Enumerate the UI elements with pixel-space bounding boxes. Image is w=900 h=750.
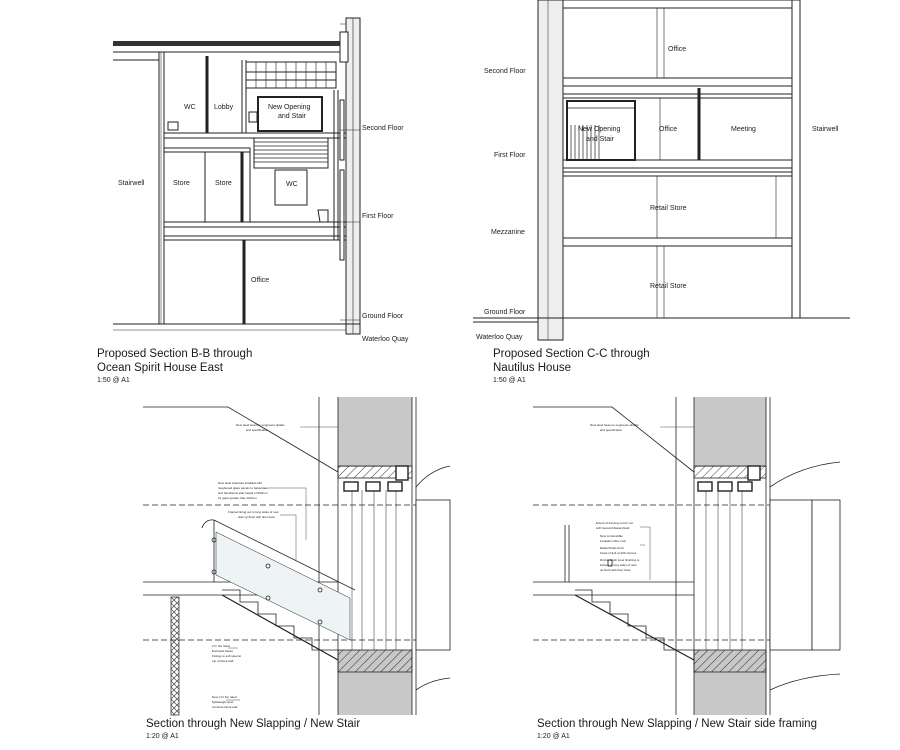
level-label: First Floor: [362, 213, 394, 220]
room-label: Store: [173, 180, 190, 187]
level-label: First Floor: [494, 152, 526, 159]
svg-text:insulation fibre rock: insulation fibre rock: [600, 539, 626, 543]
svg-text:2 hr fire rated: 2 hr fire rated: [212, 644, 230, 648]
svg-text:New steel beam to engineers de: New steel beam to engineers details: [590, 423, 639, 427]
svg-text:Enclosed Glass: Enclosed Glass: [212, 649, 233, 653]
room-label: Office: [668, 46, 686, 53]
svg-text:New 2 hr fire rated: New 2 hr fire rated: [212, 695, 237, 699]
caption-title-line2: Ocean Spirit House East: [97, 362, 223, 374]
room-label: Office: [659, 126, 677, 133]
svg-text:Rafter/Studs 6mm: Rafter/Studs 6mm: [600, 546, 625, 550]
svg-text:Fixings to soft steel at: Fixings to soft steel at: [212, 654, 241, 658]
svg-text:lightweight steel: lightweight steel: [212, 700, 234, 704]
section-cc-labels: Office New Opening and Stair Office Meet…: [578, 46, 839, 290]
level-label: Waterloo Quay: [476, 334, 523, 341]
room-label: New Opening: [578, 126, 621, 133]
room-label: New Opening: [268, 104, 311, 111]
svg-text:and specification: and specification: [246, 428, 269, 432]
level-label: Ground Floor: [362, 313, 404, 320]
room-label: Retail Store: [650, 283, 687, 290]
caption-title: Section through New Slapping / New Stair…: [537, 718, 817, 730]
svg-text:concrete block wall: concrete block wall: [212, 705, 238, 709]
svg-text:up flush with floor level: up flush with floor level: [600, 568, 631, 572]
caption-title-line1: Proposed Section B-B through: [97, 348, 253, 360]
section-cc-drawing: [473, 0, 850, 341]
caption-framing-detail: Section through New Slapping / New Stair…: [537, 717, 817, 742]
section-cc-levels: Second Floor First Floor Mezzanine Groun…: [476, 68, 526, 341]
room-label: WC: [184, 104, 196, 111]
caption-section-cc: Proposed Section C-C through Nautilus Ho…: [493, 347, 650, 386]
caption-title: Section through New Slapping / New Stair: [146, 718, 361, 730]
caption-scale: 1:50 @ A1: [97, 377, 130, 384]
svg-text:and handrail at stair height o: and handrail at stair height of 900mm: [218, 491, 268, 495]
svg-text:top of block wall: top of block wall: [212, 659, 234, 663]
level-label: Second Floor: [362, 125, 404, 132]
room-label: and Stair: [586, 136, 615, 143]
level-label: Waterloo Quay: [362, 336, 409, 343]
room-label: Stairwell: [118, 180, 145, 187]
caption-section-bb: Proposed Section B-B through Ocean Spiri…: [97, 347, 252, 386]
framing-detail-drawing: [533, 397, 841, 715]
svg-text:toughened glass panels to balu: toughened glass panels to balustrade: [218, 486, 268, 490]
svg-text:Fixed of 2x4 at 400 centres: Fixed of 2x4 at 400 centres: [600, 551, 637, 555]
room-label: Retail Store: [650, 205, 687, 212]
caption-scale: 1:20 @ A1: [537, 733, 570, 740]
svg-text:New steel staircase installed: New steel staircase installed with: [218, 481, 262, 485]
svg-text:Dryline finish level finishing: Dryline finish level finishing to: [600, 558, 640, 562]
svg-text:stair up flush with floor leve: stair up flush with floor level: [238, 515, 275, 519]
svg-text:bottom of long sides of new: bottom of long sides of new: [600, 563, 637, 567]
room-label: Office: [251, 277, 269, 284]
svg-text:for gaps greater than 100mm: for gaps greater than 100mm: [218, 496, 257, 500]
svg-text:New combustible: New combustible: [600, 534, 623, 538]
svg-text:with Gerard Mastershield: with Gerard Mastershield: [596, 526, 630, 530]
section-bb-labels: WC Lobby New Opening and Stair Stairwell…: [118, 104, 311, 284]
room-label: Store: [215, 180, 232, 187]
caption-title-line1: Proposed Section C-C through: [493, 348, 650, 360]
level-label: Ground Floor: [484, 309, 526, 316]
section-bb-drawing: [113, 17, 361, 335]
svg-text:Extent of framing out for cut: Extent of framing out for cut: [596, 521, 633, 525]
stair-detail-drawing: [143, 397, 451, 716]
caption-scale: 1:50 @ A1: [493, 377, 526, 384]
room-label: and Stair: [278, 113, 307, 120]
room-label: Lobby: [214, 104, 234, 111]
caption-stair-detail: Section through New Slapping / New Stair…: [146, 717, 360, 742]
stair-detail-notes: New steel beam to engineers details and …: [212, 423, 285, 709]
svg-text:and specification: and specification: [600, 428, 623, 432]
level-label: Mezzanine: [491, 229, 525, 236]
caption-scale: 1:20 @ A1: [146, 733, 179, 740]
section-bb-levels: Second Floor First Floor Ground Floor Wa…: [362, 125, 409, 343]
level-label: Second Floor: [484, 68, 526, 75]
room-label: Meeting: [731, 126, 756, 133]
svg-text:Framed lining out to long side: Framed lining out to long sides of new: [228, 510, 279, 514]
room-label: Stairwell: [812, 126, 839, 133]
room-label: WC: [286, 181, 298, 188]
svg-text:New steel beam to engineers de: New steel beam to engineers details: [236, 423, 285, 427]
framing-detail-notes: New steel beam to engineers details and …: [590, 423, 640, 572]
caption-title-line2: Nautilus House: [493, 362, 571, 374]
